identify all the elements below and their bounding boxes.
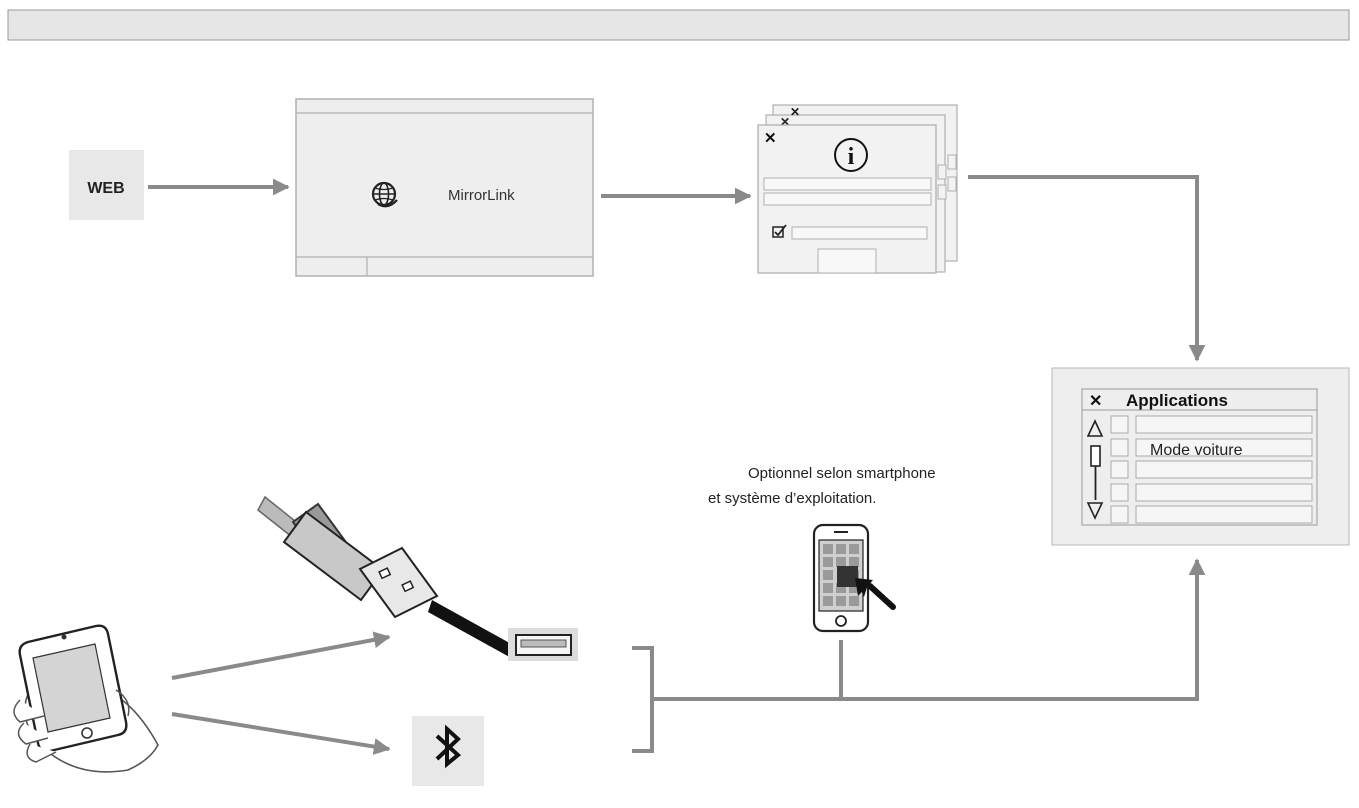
close-icon: ✕ bbox=[764, 130, 777, 147]
scroll-up-icon bbox=[1086, 419, 1104, 437]
checkbox-icon bbox=[772, 224, 787, 238]
usb-port-icon bbox=[508, 628, 578, 661]
arrow-phone-to-bluetooth bbox=[171, 712, 391, 755]
app-list: Mode voiture bbox=[1110, 415, 1313, 524]
smartphone-touch-icon bbox=[812, 523, 896, 633]
applications-title: Applications bbox=[1126, 391, 1228, 410]
info-symbol: i bbox=[848, 144, 855, 170]
applications-panel: ✕ Applications Mode voiture bbox=[1051, 367, 1350, 546]
bluetooth-box bbox=[412, 716, 484, 786]
globe-icon bbox=[371, 181, 398, 208]
phone-in-hand-icon bbox=[13, 624, 159, 773]
info-icon: i bbox=[834, 138, 868, 172]
header-bar bbox=[7, 9, 1350, 41]
note-line-2: et système d’exploitation. bbox=[708, 490, 876, 507]
scroll-down-icon bbox=[1086, 502, 1104, 520]
info-dialog: ✕ i bbox=[757, 124, 947, 274]
info-dialog-stack: ✕ ✕ ✕ i bbox=[757, 104, 958, 274]
bluetooth-icon bbox=[435, 724, 462, 769]
arrow-connections-to-applications bbox=[652, 558, 1206, 701]
web-box: WEB bbox=[69, 150, 144, 220]
mirrorlink-screen: MirrorLink bbox=[295, 98, 594, 277]
web-label: WEB bbox=[87, 180, 124, 197]
usb-cable-icon bbox=[257, 495, 515, 660]
note-line-1: Optionnel selon smartphone bbox=[748, 465, 936, 482]
arrow-dialogs-to-applications bbox=[968, 175, 1206, 362]
scrollbar bbox=[1090, 445, 1101, 500]
connection-bracket bbox=[632, 646, 654, 753]
mirrorlink-logo-text: MirrorLink bbox=[448, 187, 515, 204]
arrow-phone-to-usb bbox=[171, 631, 391, 680]
close-icon: ✕ bbox=[780, 115, 790, 129]
close-icon: ✕ bbox=[1089, 393, 1102, 410]
app-item-mode-voiture: Mode voiture bbox=[1150, 442, 1243, 459]
close-icon: ✕ bbox=[790, 105, 800, 119]
